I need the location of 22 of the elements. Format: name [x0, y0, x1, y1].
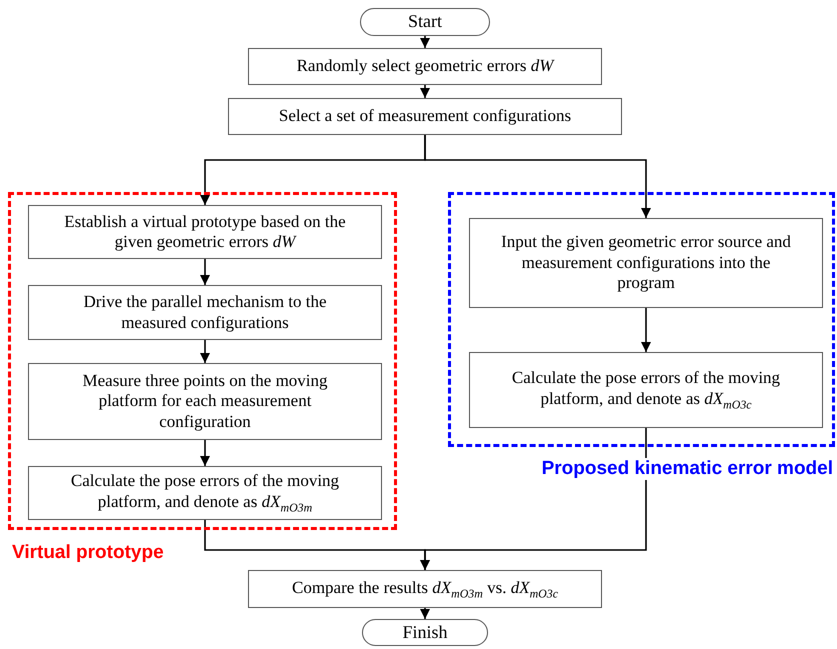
arrow	[420, 36, 430, 48]
arrow	[641, 308, 651, 352]
terminator: Start	[360, 8, 490, 36]
group-heading: Proposed kinematic error model	[540, 458, 835, 480]
process-box: Calculate the pose errors of the moving platform, and denote as dX$_{mO3c}$	[469, 352, 823, 428]
arrow	[424, 135, 651, 218]
arrow	[200, 440, 210, 466]
process-box: Compare the results dX$_{mO3m}$ vs. dX$_{mO3c}$	[248, 570, 602, 608]
arrow	[420, 85, 430, 98]
arrow	[420, 428, 647, 570]
process-box: Randomly select geometric errors dW	[248, 48, 602, 85]
process-box: Input the given geometric error source and measurement configurations into the program	[469, 218, 823, 308]
process-box: Establish a virtual prototype based on the given geometric errors dW	[28, 205, 382, 259]
process-box: Calculate the pose errors of the moving platform, and denote as dX$_{mO3m}$	[28, 466, 382, 520]
process-box: Measure three points on the moving platform for each measurement configuration	[28, 363, 382, 440]
arrow	[200, 340, 210, 363]
terminator: Finish	[362, 619, 488, 646]
arrow	[200, 259, 210, 285]
arrow	[420, 608, 430, 619]
group-heading: Virtual prototype	[10, 542, 166, 564]
process-box: Drive the parallel mechanism to the measured configurations	[28, 285, 382, 340]
process-box: Select a set of measurement configurations	[228, 98, 622, 135]
